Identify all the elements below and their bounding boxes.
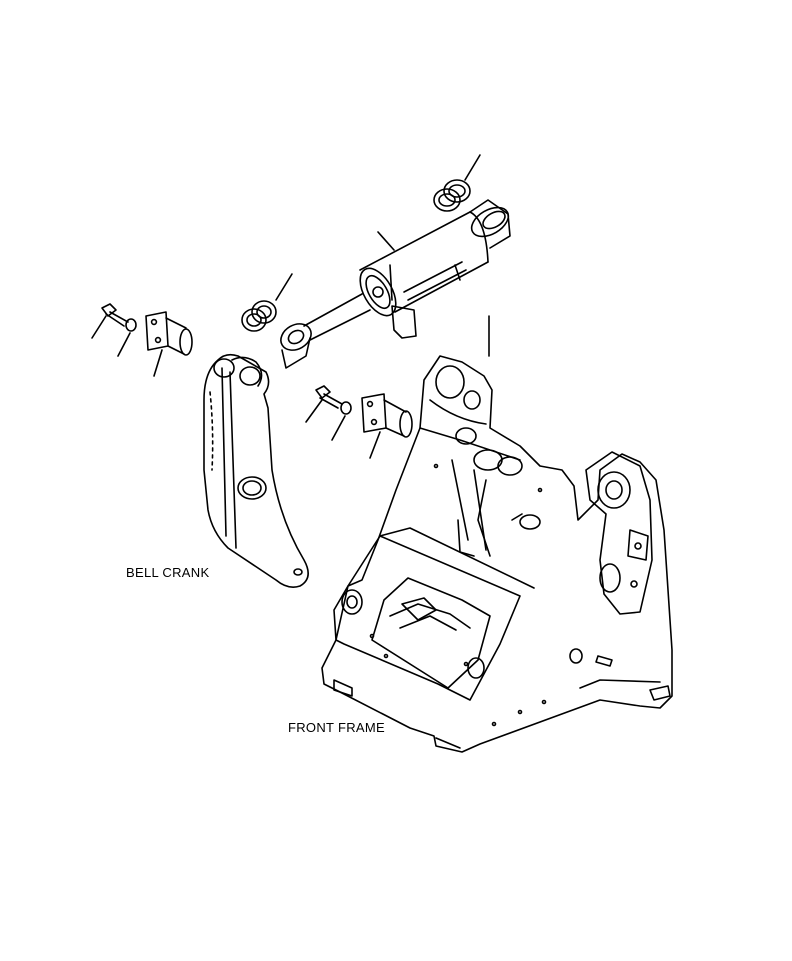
pin-bolt-set-right bbox=[306, 386, 412, 458]
bell-crank bbox=[204, 355, 308, 587]
front-frame-label: FRONT FRAME bbox=[288, 720, 385, 735]
pin-bolt-set-left bbox=[92, 304, 192, 376]
hydraulic-cylinder bbox=[276, 200, 513, 368]
bell-crank-label: BELL CRANK bbox=[126, 565, 210, 580]
washer-set-lower bbox=[242, 274, 292, 331]
washer-set-upper bbox=[434, 155, 480, 211]
front-frame bbox=[322, 356, 672, 752]
